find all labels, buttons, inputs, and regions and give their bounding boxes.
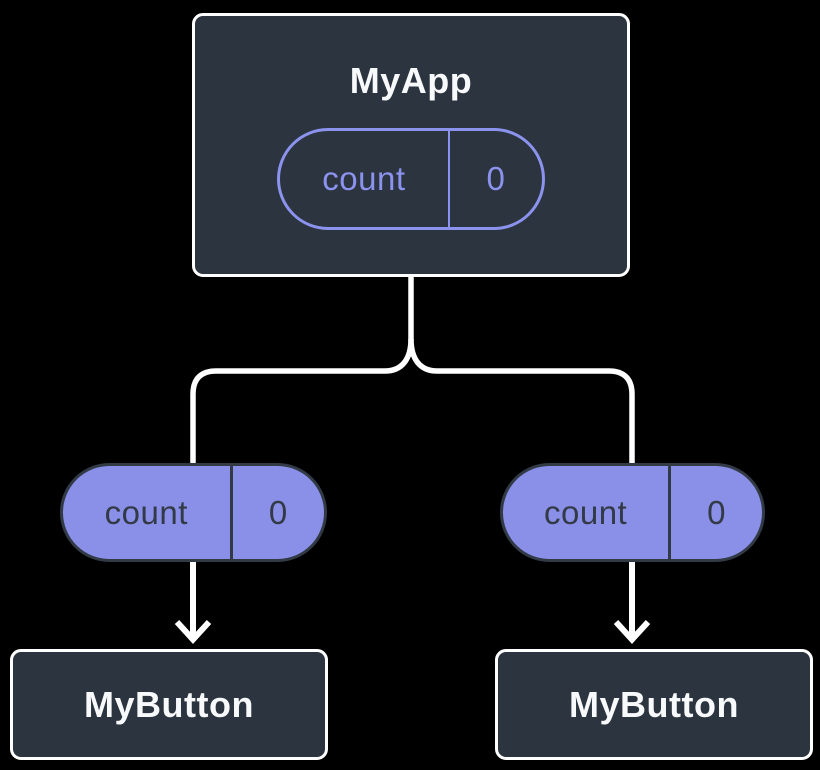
root-state-name: count <box>322 160 406 197</box>
right-prop-name: count <box>543 493 628 531</box>
right-branch-line <box>408 338 635 466</box>
left-child-component-card: MyButton <box>10 649 328 760</box>
left-prop-name: count <box>104 493 188 531</box>
root-state-value: 0 <box>447 131 542 227</box>
right-prop-pill: count 0 <box>500 463 765 562</box>
right-child-component-title: MyButton <box>569 683 739 725</box>
left-branch-line <box>190 338 414 466</box>
root-component-card: MyApp count 0 <box>192 13 630 277</box>
arrow-down-right-icon <box>613 561 651 644</box>
root-state-pill: count 0 <box>277 128 545 230</box>
right-child-component-card: MyButton <box>495 649 813 760</box>
root-component-title: MyApp <box>349 60 473 101</box>
left-child-component-title: MyButton <box>84 683 254 725</box>
left-prop-value: 0 <box>229 466 324 559</box>
left-prop-pill: count 0 <box>60 463 327 562</box>
arrow-down-left-icon <box>174 561 212 644</box>
right-prop-value: 0 <box>668 466 762 559</box>
